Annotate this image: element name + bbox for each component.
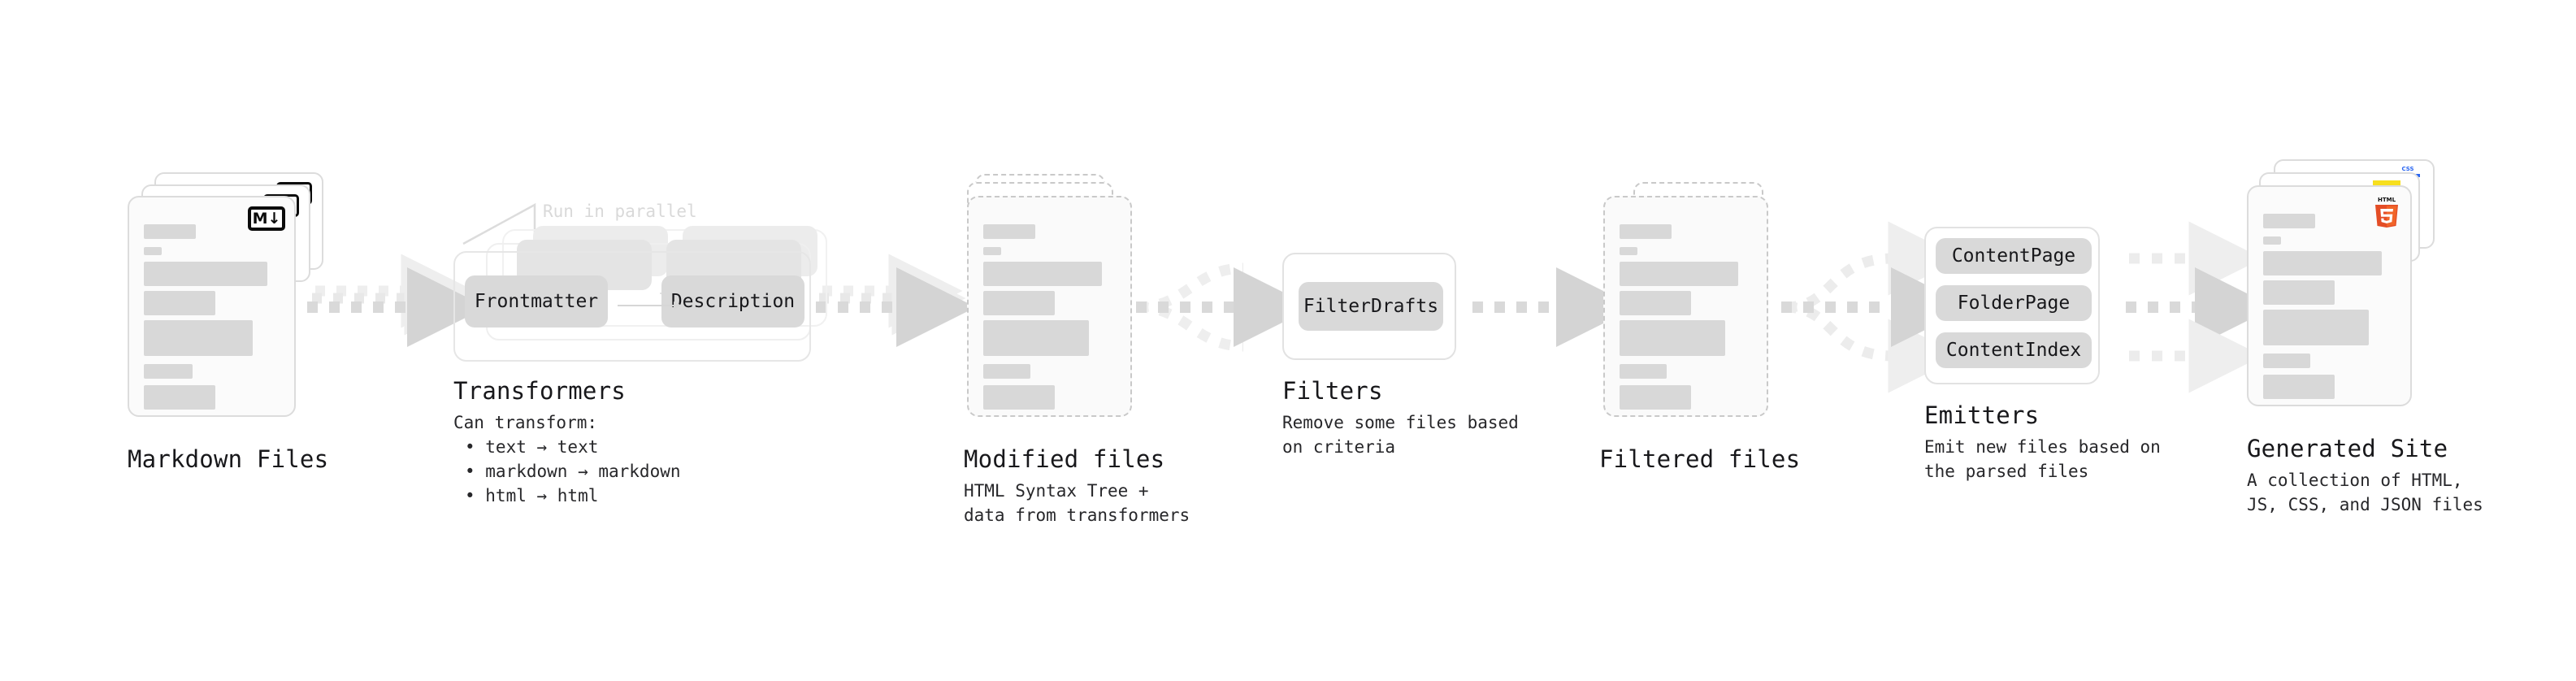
filtered-doc-front	[1603, 196, 1768, 417]
doc-line	[1620, 364, 1667, 379]
doc-line	[983, 320, 1089, 356]
doc-line	[144, 320, 253, 356]
doc-line	[144, 291, 215, 315]
caption-transformers: Transformers	[453, 377, 626, 405]
doc-line	[983, 247, 1001, 255]
caption-modified-files: Modified files	[964, 445, 1165, 473]
pill-description[interactable]: Description	[661, 275, 804, 327]
doc-line	[1620, 262, 1738, 286]
markdown-doc-front: M↓	[128, 196, 296, 417]
doc-line	[1620, 224, 1672, 239]
doc-line	[2263, 354, 2310, 368]
doc-line	[983, 291, 1055, 315]
flow-transformers-to-modified	[816, 254, 976, 347]
doc-line	[1620, 385, 1691, 410]
svg-text:HTML: HTML	[2378, 197, 2396, 203]
transformer-panel-front: Frontmatter Description	[453, 251, 811, 362]
modified-doc-front	[967, 196, 1132, 417]
desc-emitters: Emit new files based on the parsed files	[1924, 437, 2161, 481]
doc-line	[983, 385, 1055, 410]
doc-line	[1620, 247, 1637, 255]
caption-generated-site: Generated Site	[2247, 435, 2448, 462]
doc-line	[983, 262, 1102, 286]
html5-icon: HTML	[2375, 197, 2398, 228]
doc-line	[144, 385, 215, 410]
flow-emitters-to-site	[2126, 221, 2275, 393]
doc-line	[144, 224, 196, 239]
doc-line	[2263, 236, 2281, 245]
desc-transformers-head: Can transform:	[453, 413, 598, 432]
doc-line	[2263, 280, 2335, 305]
desc-modified-files: HTML Syntax Tree + data from transformer…	[964, 481, 1190, 525]
caption-filtered-files: Filtered files	[1599, 445, 1801, 473]
doc-line	[144, 262, 267, 286]
flow-filtered-to-emitters	[1781, 221, 1971, 393]
doc-line	[983, 364, 1030, 379]
filters-panel: FilterDrafts	[1282, 253, 1456, 360]
flow-modified-to-filters	[1136, 262, 1313, 352]
doc-line	[144, 364, 193, 379]
caption-filters: Filters	[1282, 377, 1383, 405]
pill-contentpage[interactable]: ContentPage	[1936, 238, 2092, 274]
doc-line	[2263, 251, 2382, 275]
desc-transformers-bullet-2: • html → html	[465, 486, 599, 505]
emitters-panel: ContentPage FolderPage ContentIndex	[1924, 227, 2100, 384]
site-doc-front: HTML	[2247, 185, 2412, 406]
doc-line	[1620, 320, 1725, 356]
run-in-parallel-label: Run in parallel	[543, 202, 697, 221]
doc-line	[1620, 291, 1691, 315]
pill-contentindex[interactable]: ContentIndex	[1936, 332, 2092, 368]
caption-emitters: Emitters	[1924, 401, 2040, 429]
pill-filterdrafts[interactable]: FilterDrafts	[1299, 282, 1443, 331]
flow-markdown-to-transformers	[307, 254, 487, 347]
pill-folderpage[interactable]: FolderPage	[1936, 285, 2092, 321]
caption-markdown-files: Markdown Files	[128, 445, 329, 473]
doc-line	[2263, 310, 2369, 345]
doc-line	[2263, 375, 2335, 399]
pill-frontmatter[interactable]: Frontmatter	[465, 275, 608, 327]
desc-filters: Remove some files based on criteria	[1282, 413, 1519, 457]
desc-transformers-bullet-1: • markdown → markdown	[465, 462, 681, 481]
desc-generated-site: A collection of HTML, JS, CSS, and JSON …	[2247, 471, 2483, 514]
doc-line	[2263, 214, 2315, 228]
doc-line	[144, 247, 162, 255]
transform-arrow-front	[618, 301, 682, 310]
doc-line	[983, 224, 1035, 239]
desc-transformers-bullet-0: • text → text	[465, 437, 599, 457]
markdown-badge: M↓	[248, 206, 285, 231]
